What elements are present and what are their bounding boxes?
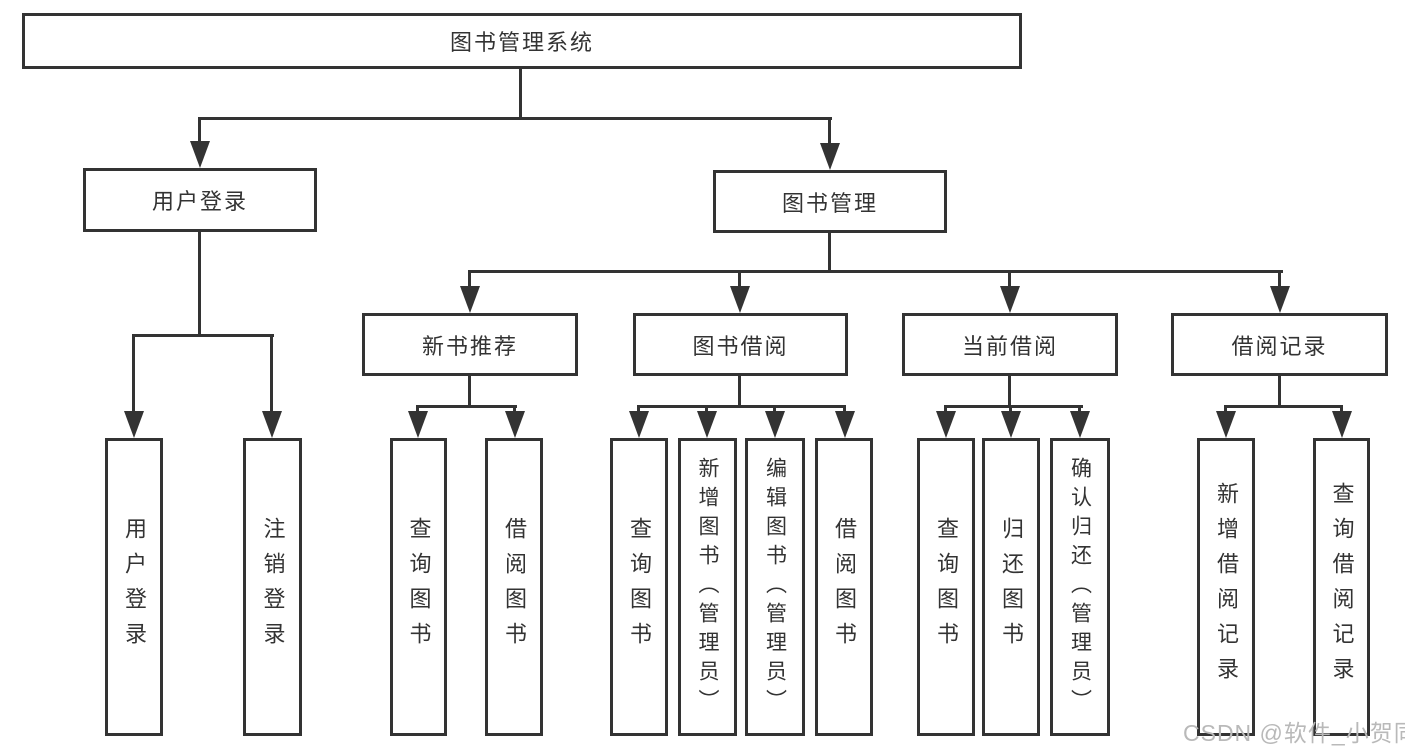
connector-records-down	[1278, 376, 1281, 408]
leaf-borrow-books-newrec: 借阅图书	[485, 438, 543, 736]
connector-leaf-stem	[270, 334, 273, 412]
leaf-label: 新增借阅记录	[1214, 482, 1239, 692]
connector-level3-stem	[468, 270, 471, 287]
node-label: 图书管理	[781, 190, 878, 216]
node-label: 当前借阅	[961, 333, 1058, 359]
connector-bookmgmt-hbar	[468, 270, 1283, 273]
connector-borrow-down	[738, 376, 741, 408]
connector-leaf-stem	[1340, 405, 1343, 414]
connector-leaf-stem	[705, 405, 708, 414]
leaf-query-books-borrow: 查询图书	[610, 438, 668, 736]
arrow-down-icon	[1216, 411, 1236, 438]
leaf-confirm-return-admin: 确认归还（管理员）	[1050, 438, 1110, 736]
connector-current-down	[1008, 376, 1011, 408]
arrow-down-icon	[765, 411, 785, 438]
connector-current-hbar	[944, 405, 1083, 408]
leaf-label: 注销登录	[260, 517, 286, 657]
arrow-down-icon	[460, 286, 480, 313]
node-book-management: 图书管理	[713, 170, 947, 233]
arrow-down-icon	[697, 411, 717, 438]
leaf-label: 查询图书	[934, 517, 959, 657]
connector-leaf-stem	[637, 405, 640, 414]
leaf-edit-books-admin: 编辑图书（管理员）	[745, 438, 805, 736]
arrow-down-icon	[262, 411, 282, 438]
connector-userlogin-stem	[198, 117, 201, 145]
connector-leaf-stem	[1009, 405, 1012, 414]
connector-leaf-stem	[416, 405, 419, 414]
leaf-label: 查询图书	[406, 517, 432, 657]
connector-level3-stem	[1008, 270, 1011, 287]
leaf-label: 借阅图书	[502, 517, 527, 657]
connector-root-hbar	[198, 117, 832, 120]
connector-level3-stem	[738, 270, 741, 287]
connector-borrow-hbar	[637, 405, 846, 408]
arrow-down-icon	[1001, 411, 1021, 438]
connector-bookmgmt-down	[828, 232, 831, 273]
connector-leaf-stem	[773, 405, 776, 414]
node-label: 新书推荐	[421, 333, 518, 359]
leaf-add-books-admin: 新增图书（管理员）	[678, 438, 737, 736]
connector-level3-stem	[1278, 270, 1281, 287]
connector-userlogin-hbar	[132, 334, 274, 337]
arrow-down-icon	[408, 411, 428, 438]
leaf-label: 归还图书	[999, 517, 1024, 657]
leaf-label: 新增图书（管理员）	[696, 456, 719, 718]
node-label: 借阅记录	[1231, 333, 1328, 359]
arrow-down-icon	[505, 411, 525, 438]
arrow-down-icon	[1000, 286, 1020, 313]
node-user-login: 用户登录	[83, 168, 317, 232]
connector-leaf-stem	[132, 334, 135, 412]
arrow-down-icon	[936, 411, 956, 438]
arrow-down-icon	[1070, 411, 1090, 438]
connector-root-stem	[519, 69, 522, 119]
arrow-down-icon	[629, 411, 649, 438]
leaf-query-borrow-record: 查询借阅记录	[1313, 438, 1370, 736]
arrow-down-icon	[1270, 286, 1290, 313]
node-label: 图书借阅	[692, 333, 789, 359]
leaf-label: 查询图书	[627, 517, 652, 657]
leaf-borrow-books: 借阅图书	[815, 438, 873, 736]
node-label: 用户登录	[151, 189, 248, 214]
arrow-down-icon	[820, 143, 840, 170]
node-book-borrowing: 图书借阅	[633, 313, 848, 376]
leaf-add-borrow-record: 新增借阅记录	[1197, 438, 1255, 736]
connector-newrec-hbar	[416, 405, 517, 408]
node-borrowing-records: 借阅记录	[1171, 313, 1388, 376]
connector-leaf-stem	[843, 405, 846, 414]
leaf-label: 用户登录	[122, 517, 147, 657]
leaf-user-login: 用户登录	[105, 438, 163, 736]
leaf-label: 确认归还（管理员）	[1068, 456, 1092, 718]
watermark-csdn: CSDN @软件_小贺同学	[1183, 720, 1405, 746]
node-new-book-recommendation: 新书推荐	[362, 313, 578, 376]
node-library-management-system: 图书管理系统	[22, 13, 1022, 69]
connector-leaf-stem	[944, 405, 947, 414]
arrow-down-icon	[1332, 411, 1352, 438]
node-current-borrowing: 当前借阅	[902, 313, 1118, 376]
connector-userlogin-down	[198, 231, 201, 337]
connector-newrec-down	[468, 376, 471, 408]
arrow-down-icon	[730, 286, 750, 313]
leaf-logout: 注销登录	[243, 438, 302, 736]
node-label: 图书管理系统	[449, 30, 594, 55]
leaf-query-books-current: 查询图书	[917, 438, 975, 736]
arrow-down-icon	[190, 141, 210, 168]
connector-leaf-stem	[1078, 405, 1081, 414]
arrow-down-icon	[124, 411, 144, 438]
connector-leaf-stem	[1224, 405, 1227, 414]
leaf-label: 编辑图书（管理员）	[763, 456, 787, 718]
leaf-query-books-newrec: 查询图书	[390, 438, 447, 736]
leaf-label: 借阅图书	[832, 517, 857, 657]
connector-leaf-stem	[513, 405, 516, 414]
leaf-return-books: 归还图书	[982, 438, 1040, 736]
connector-records-hbar	[1224, 405, 1343, 408]
leaf-label: 查询借阅记录	[1329, 482, 1355, 692]
connector-bookmgmt-stem	[828, 117, 831, 146]
arrow-down-icon	[835, 411, 855, 438]
